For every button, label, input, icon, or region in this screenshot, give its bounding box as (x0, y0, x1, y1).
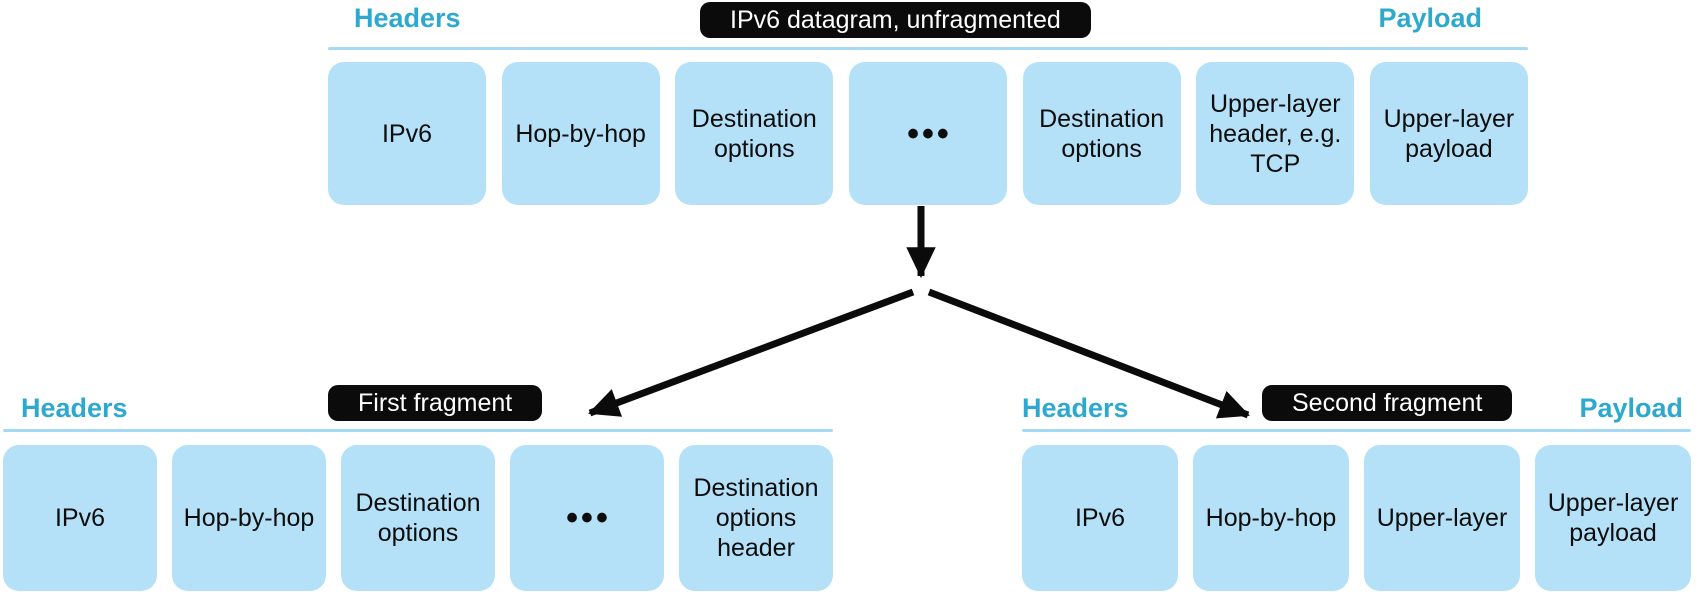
box-ellipsis: ••• (848, 62, 1007, 205)
box-hop-by-hop: Hop-by-hop (501, 62, 660, 205)
payload-label: Payload (1378, 3, 1482, 33)
section-rule (328, 47, 1528, 50)
box-destination-options: Destination options (341, 445, 495, 591)
second-fragment-pill: Second fragment (1262, 385, 1513, 421)
box-destination-options-header: Destination options header (679, 445, 833, 591)
header-box-row: IPv6 Hop-by-hop Upper-layer Upper-layer … (1022, 445, 1691, 591)
box-upper-layer-header: Upper-layer header, e.g. TCP (1196, 62, 1355, 205)
section-rule (3, 429, 833, 432)
header-box-row: IPv6 Hop-by-hop Destination options ••• … (3, 445, 833, 591)
box-upper-layer: Upper-layer (1364, 445, 1520, 591)
section-rule (1022, 429, 1691, 432)
first-fragment-section: Headers First fragment IPv6 Hop-by-hop D… (3, 383, 833, 596)
box-destination-options: Destination options (675, 62, 834, 205)
payload-label: Payload (1579, 393, 1683, 423)
first-fragment-pill: First fragment (328, 385, 543, 421)
headers-label: Headers (354, 3, 461, 33)
box-upper-layer-payload: Upper-layer payload (1369, 62, 1528, 205)
box-ipv6: IPv6 (3, 445, 157, 591)
box-hop-by-hop: Hop-by-hop (172, 445, 326, 591)
box-destination-options-2: Destination options (1022, 62, 1181, 205)
box-ipv6: IPv6 (1022, 445, 1178, 591)
second-fragment-section: Headers Second fragment Payload IPv6 Hop… (1022, 383, 1691, 596)
box-ellipsis: ••• (510, 445, 664, 591)
header-box-row: IPv6 Hop-by-hop Destination options ••• … (328, 62, 1528, 205)
headers-label: Headers (21, 393, 128, 423)
box-hop-by-hop: Hop-by-hop (1193, 445, 1349, 591)
headers-label: Headers (1022, 393, 1129, 423)
unfragmented-datagram-pill: IPv6 datagram, unfragmented (700, 2, 1091, 38)
unfragmented-datagram-section: Headers IPv6 datagram, unfragmented Payl… (328, 0, 1528, 210)
box-upper-layer-payload: Upper-layer payload (1535, 445, 1691, 591)
box-ipv6: IPv6 (328, 62, 486, 205)
